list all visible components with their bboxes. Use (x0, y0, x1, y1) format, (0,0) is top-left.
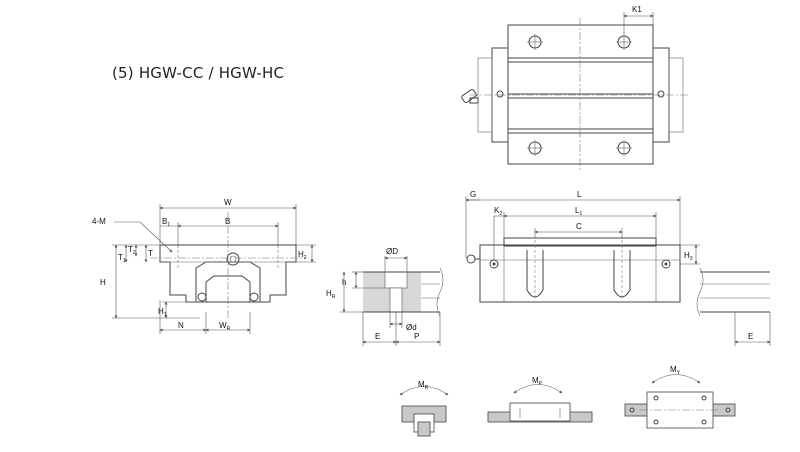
moment-my-icon: MY (624, 365, 736, 429)
dim-label-w: W (224, 198, 232, 207)
dim-label-b1: B1 (162, 217, 170, 228)
mounting-hole-bottom-left (527, 140, 543, 156)
moment-mr-icon: MR (399, 380, 449, 437)
svg-text:MR: MR (418, 380, 429, 391)
dim-label-l: L (577, 190, 582, 199)
dim-label-h2: H2 (298, 250, 307, 261)
dim-label-g: G (470, 190, 476, 199)
side-view: L G L1 K2 C H3 ØD Ød h HR (326, 190, 771, 346)
top-view: K1 (461, 5, 690, 172)
dim-label-e-right: E (748, 332, 753, 341)
dim-label-c: C (576, 222, 582, 231)
mounting-hole-bottom-right (616, 140, 632, 156)
dim-label-hr: HR (326, 289, 336, 300)
dim-label-k2: K2 (494, 206, 502, 217)
dim-label-k1: K1 (632, 5, 642, 14)
dim-label-h3: H3 (684, 251, 693, 262)
grease-nipple-icon (461, 88, 479, 104)
dim-label-p: P (414, 332, 419, 341)
drawing-title: (5) HGW-CC / HGW-HC (112, 64, 285, 82)
front-view: W B B1 4-M H T1 T2 T H2 H1 N WR (92, 198, 316, 334)
dim-label-t2: T2 (128, 245, 136, 256)
dim-label-l1: L1 (575, 206, 582, 217)
svg-text:MP: MP (532, 376, 543, 387)
dim-label-od-small: Ød (406, 323, 417, 332)
dim-label-h: H (100, 278, 106, 287)
dim-label-4m: 4-M (92, 217, 106, 226)
dim-label-t: T (148, 249, 153, 258)
mounting-hole-top-left (527, 34, 543, 50)
dim-label-e-left: E (375, 332, 380, 341)
dim-label-n: N (178, 321, 184, 330)
dim-label-h1: H1 (158, 307, 167, 318)
dim-label-od-large: ØD (386, 247, 398, 256)
moment-mp-icon: MP (487, 376, 593, 423)
svg-text:MY: MY (670, 365, 681, 376)
dim-label-b: B (225, 217, 230, 226)
dim-label-wr: WR (219, 321, 231, 332)
mounting-hole-top-right (616, 34, 632, 50)
dim-label-t1: T1 (118, 253, 126, 264)
